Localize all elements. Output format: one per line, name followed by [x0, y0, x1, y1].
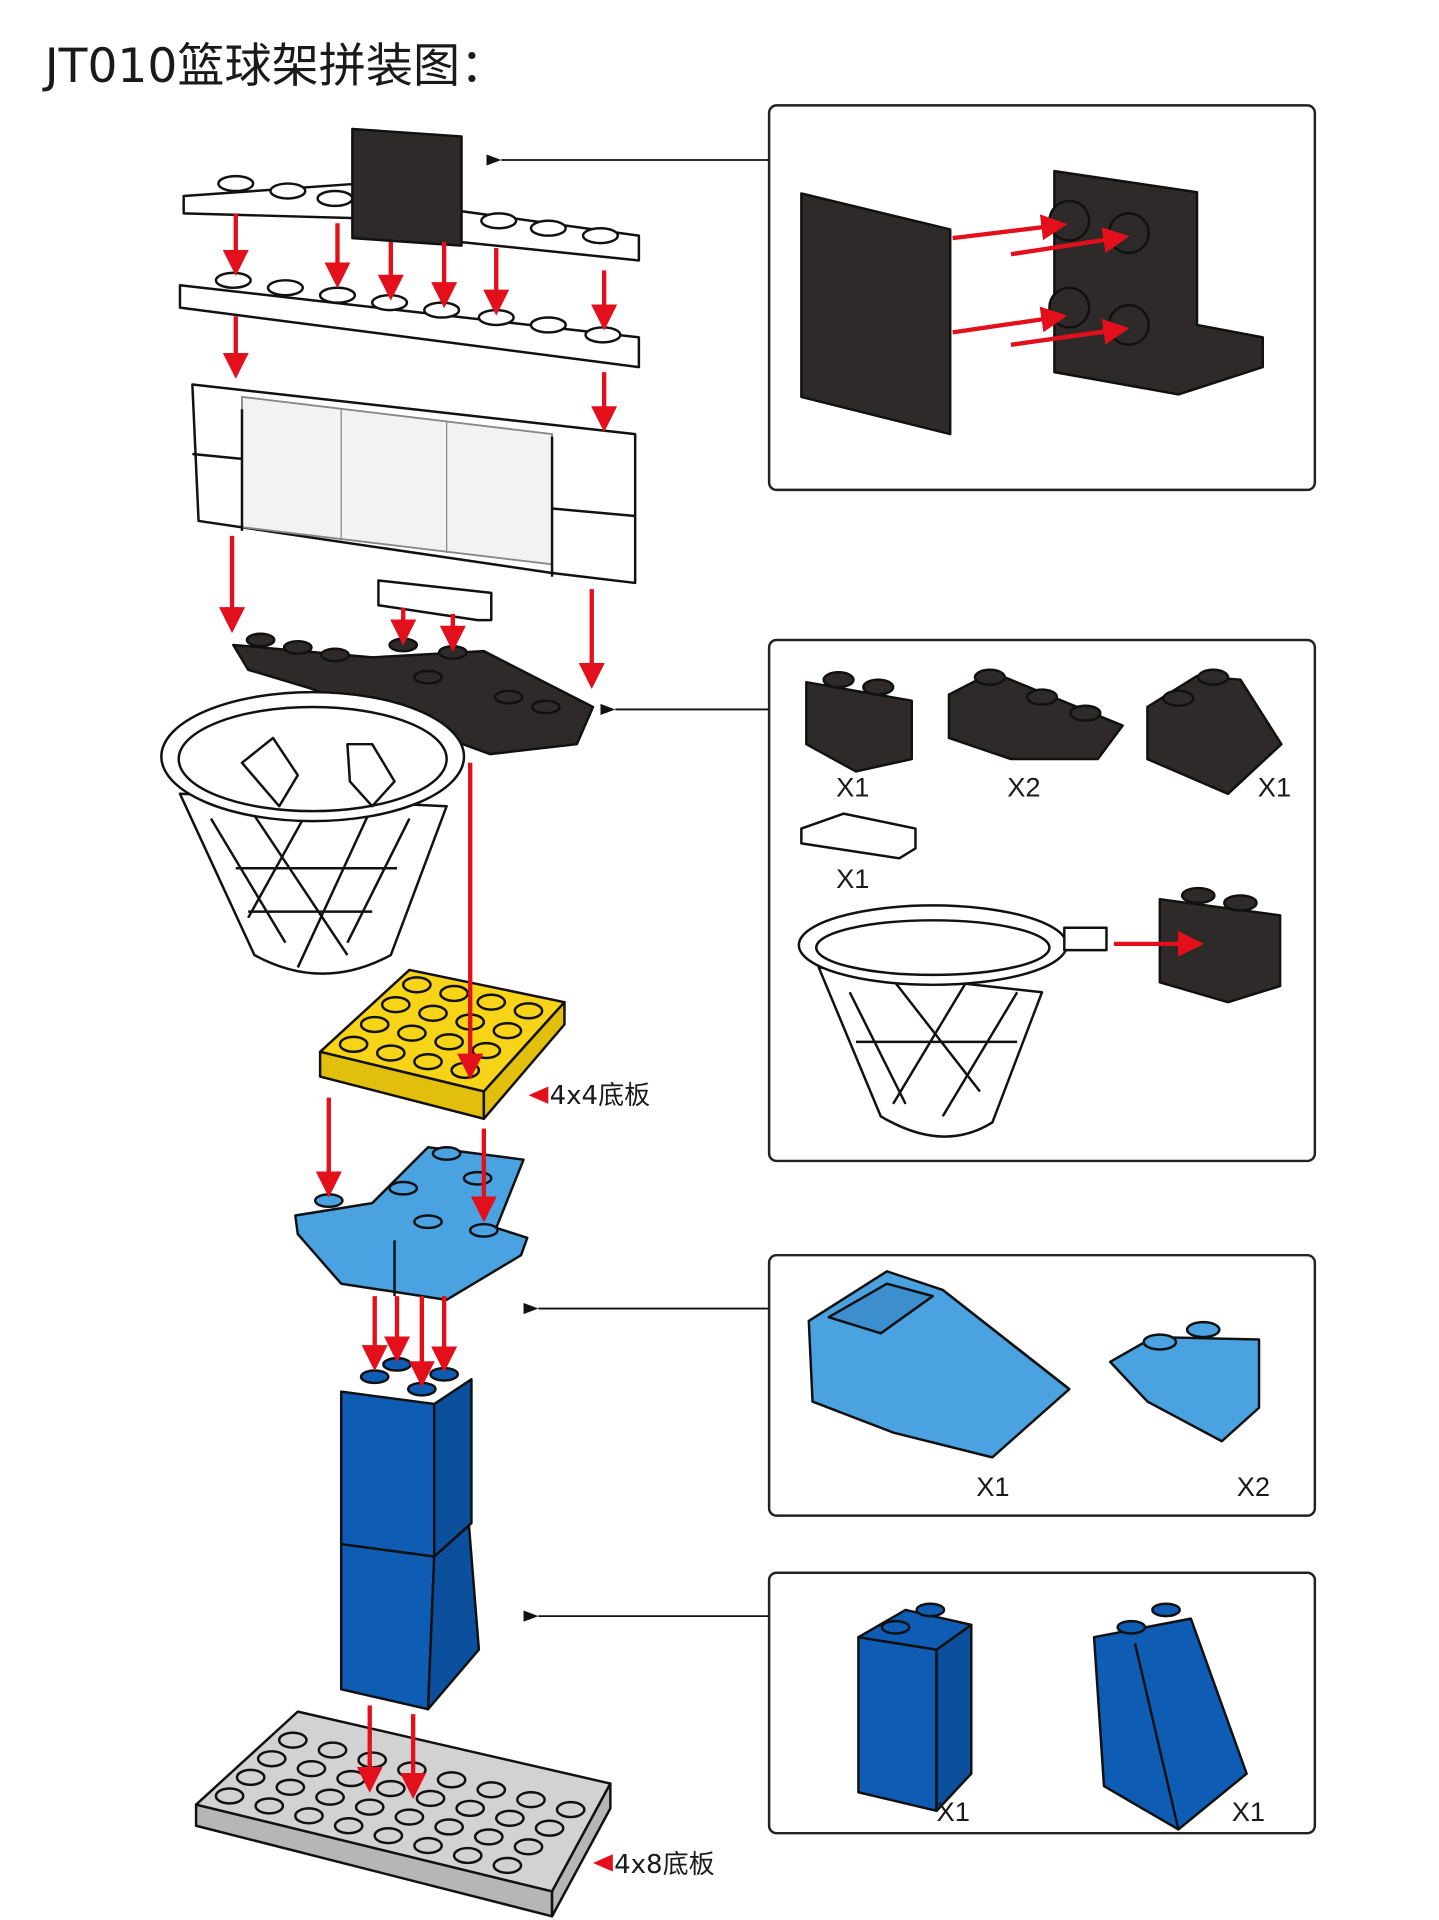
stud: [413, 1053, 443, 1071]
panel-hoop-parts: X1 X2 X1 X1: [767, 638, 1317, 1163]
qty-label: X1: [836, 863, 869, 894]
stud: [415, 1789, 446, 1808]
gray-4x8-plate: [194, 1710, 612, 1918]
plate-4x8-label: 4x8底板: [614, 1850, 715, 1880]
backboard-frame: [191, 383, 637, 585]
qty-label: X1: [1232, 1796, 1265, 1827]
stud: [277, 1731, 308, 1749]
stud: [315, 1788, 345, 1806]
stud: [455, 1799, 486, 1818]
light-blue-inverted-slope: [1108, 1320, 1261, 1443]
stud: [434, 1818, 464, 1836]
stud: [394, 1808, 425, 1826]
stud: [492, 1022, 523, 1040]
stud: [476, 1781, 507, 1799]
page-title: JT010篮球架拼装图：: [42, 39, 508, 94]
top-plate-pieces: [178, 174, 641, 369]
inverted-slope-brick: [947, 668, 1124, 761]
hoop-part: [797, 904, 1108, 1138]
stud: [359, 1015, 390, 1034]
qty-label: X1: [976, 1471, 1009, 1502]
label-pointer-icon: [592, 1854, 613, 1872]
light-blue-wedge: [807, 1270, 1071, 1459]
stud: [516, 1791, 546, 1809]
stud: [296, 1760, 327, 1778]
stud: [476, 993, 507, 1011]
qty-label: X2: [1007, 771, 1040, 802]
stud: [375, 1044, 406, 1062]
backboard-tile: [351, 127, 463, 247]
technic-brick-1x2: [805, 671, 913, 773]
white-tile: [377, 579, 493, 622]
panel-support-parts: X1 X2: [767, 1253, 1317, 1517]
blue-slope-brick: [1092, 1602, 1248, 1831]
blue-pole: [339, 1356, 481, 1711]
plate-4x4-label: 4x4底板: [550, 1081, 651, 1111]
stud: [275, 1778, 306, 1796]
stud: [354, 1798, 385, 1816]
qty-label: X2: [1237, 1471, 1270, 1502]
light-blue-support: [294, 1146, 529, 1302]
stud: [235, 1768, 266, 1787]
assembly-arrows: [219, 213, 618, 1800]
stud: [214, 1787, 245, 1805]
slope-brick: [1146, 668, 1283, 796]
blue-brick-1x2x2: [857, 1602, 973, 1813]
panel-pole-parts: X1 X1: [767, 1571, 1317, 1835]
stud: [375, 1779, 406, 1798]
stud: [418, 1004, 448, 1023]
stud: [373, 1826, 404, 1845]
stud: [473, 1828, 504, 1846]
stud: [256, 1750, 287, 1768]
qty-label: X1: [937, 1796, 970, 1827]
stud: [513, 1002, 544, 1020]
stud: [452, 1846, 483, 1865]
stud: [317, 1741, 348, 1759]
stud: [434, 1033, 464, 1051]
label-pointer-icon: [528, 1086, 549, 1104]
stud: [492, 1856, 523, 1875]
stud: [254, 1797, 285, 1815]
stud: [294, 1807, 324, 1825]
stud: [413, 1836, 443, 1855]
panel-backboard-parts: [767, 104, 1317, 492]
stud: [495, 1809, 525, 1827]
qty-label: X1: [1258, 771, 1291, 802]
basketball-hoop: [160, 690, 466, 975]
stud: [338, 1035, 369, 1054]
stud: [450, 1061, 481, 1080]
stud: [471, 1041, 502, 1060]
white-tile-1x2: [800, 812, 917, 860]
stud: [555, 1800, 586, 1819]
stud: [380, 995, 411, 1014]
stud: [397, 1024, 427, 1042]
technic-brick-target: [1158, 886, 1282, 1004]
qty-label: X1: [836, 771, 869, 802]
stud: [534, 1819, 565, 1837]
stud: [513, 1838, 544, 1856]
stud: [333, 1817, 364, 1835]
stud: [336, 1769, 367, 1788]
stud: [439, 984, 469, 1003]
yellow-4x4-plate: [318, 968, 566, 1120]
stud: [401, 976, 432, 994]
stud: [357, 1751, 388, 1769]
stud: [436, 1771, 467, 1789]
panel-pointers: [486, 154, 770, 1622]
